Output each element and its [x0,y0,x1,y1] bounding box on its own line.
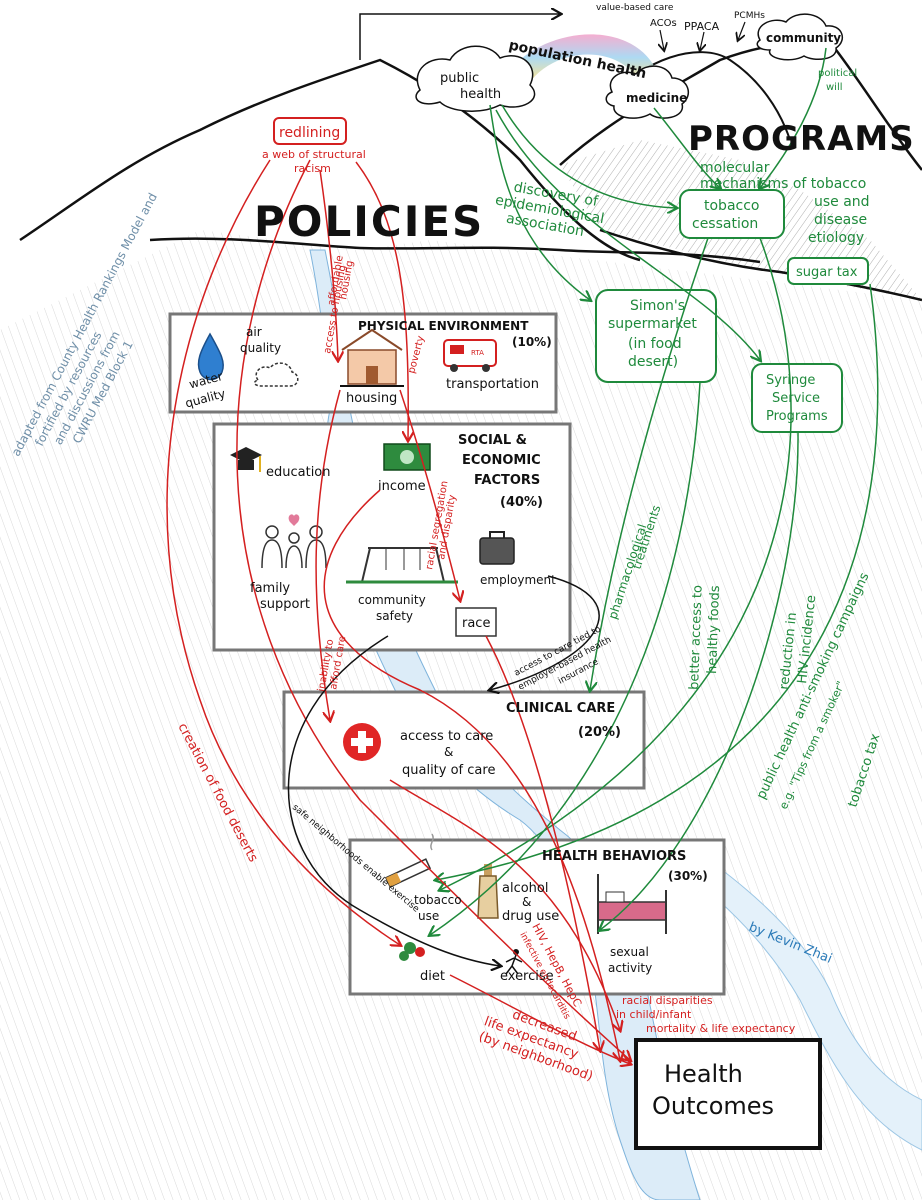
behaviors-title: HEALTH BEHAVIORS [542,849,686,864]
syringe-line2: Service [772,391,820,406]
clinical-pct: (20%) [578,725,621,740]
molecular-line1: molecular [700,160,770,176]
community-label: community [766,31,841,45]
web-racism-line1: a web of structural [262,148,366,161]
drug-use-label: drug use [502,909,559,924]
income-label: income [378,479,426,494]
molecular-line3: use and [814,194,870,210]
education-label: education [266,465,331,480]
simons-line1: Simon's [630,298,685,314]
simons-line3: (in food [628,336,682,352]
activity-label: activity [608,961,652,975]
transportation-label: transportation [446,377,539,392]
syringe-line3: Programs [766,409,828,424]
sugar-tax-label: sugar tax [796,265,858,280]
healthy-foods-label: healthy foods [705,585,723,674]
social-pct: (40%) [500,495,543,510]
diet-label: diet [420,969,445,984]
cessation-line1: tobacco [704,198,759,214]
use-label: use [418,909,439,923]
outcomes-line2: Outcomes [652,1092,774,1120]
poverty-label: poverty [406,335,427,375]
safe-neighborhoods-label: safe neighborhoods enable exercise [290,803,421,915]
alcohol-label: alcohol [502,881,548,896]
molecular-line5: etiology [808,230,864,246]
employment-label: employment [480,573,556,587]
disparities-line1: racial disparities [622,994,713,1007]
disparities-line2: in child/infant [616,1008,692,1021]
medicine-label: medicine [626,91,687,105]
food-deserts-label: creation of food deserts [174,721,260,865]
physical-env-title: PHYSICAL ENVIRONMENT [358,319,529,333]
value-based-care-label: value-based care [596,3,674,13]
support-label: support [260,597,310,612]
population-health-label: population health [507,37,647,82]
will-label: will [826,82,843,93]
air-quality-label: quality [240,341,281,355]
community-safety-1: community [358,593,426,607]
better-access-label: better access to [687,585,706,690]
acos-label: ACOs [650,18,677,29]
simons-line2: supermarket [608,316,697,332]
web-racism-line2: racism [294,162,331,175]
social-title-1: SOCIAL & [458,433,527,448]
clinical-title: CLINICAL CARE [506,701,615,716]
amp-label: & [444,745,453,759]
policies-title: POLICIES [254,197,484,246]
tobacco-label: tobacco [414,893,462,907]
credit-author: by Kevin Zhai [747,920,835,967]
redlining-label: redlining [279,125,340,141]
syringe-line1: Syringe [766,373,815,388]
family-label: family [250,581,290,596]
physical-env-pct: (10%) [512,335,552,349]
molecular-line2: mechanisms of tobacco [700,176,866,192]
access-housing-label: access to housing [322,264,348,354]
ppaca-label: PPACA [684,20,720,33]
health-label: health [460,87,501,102]
alcohol-amp: & [522,895,531,909]
air-label: air [246,325,262,339]
programs-title: PROGRAMS [688,119,915,159]
rta-label: RTA [471,349,484,357]
pcmhs-label: PCMHs [734,11,765,21]
race-label: race [462,616,490,631]
quality-care-label: quality of care [402,763,495,778]
housing-label: housing [346,391,397,406]
access-label: access to care [400,729,493,744]
social-title-3: FACTORS [474,473,540,488]
simons-line4: desert) [628,354,678,370]
public-label: public [440,71,479,86]
community-safety-2: safety [376,609,413,623]
cessation-line2: cessation [692,216,758,232]
molecular-line4: disease [814,212,867,228]
tobacco-tax-label: tobacco tax [846,732,884,810]
outcomes-line1: Health [664,1060,743,1088]
disparities-line3: mortality & life expectancy [646,1022,796,1035]
behaviors-pct: (30%) [668,869,708,883]
political-label: political [818,68,857,79]
social-title-2: ECONOMIC [462,453,541,468]
sexual-label: sexual [610,945,649,959]
